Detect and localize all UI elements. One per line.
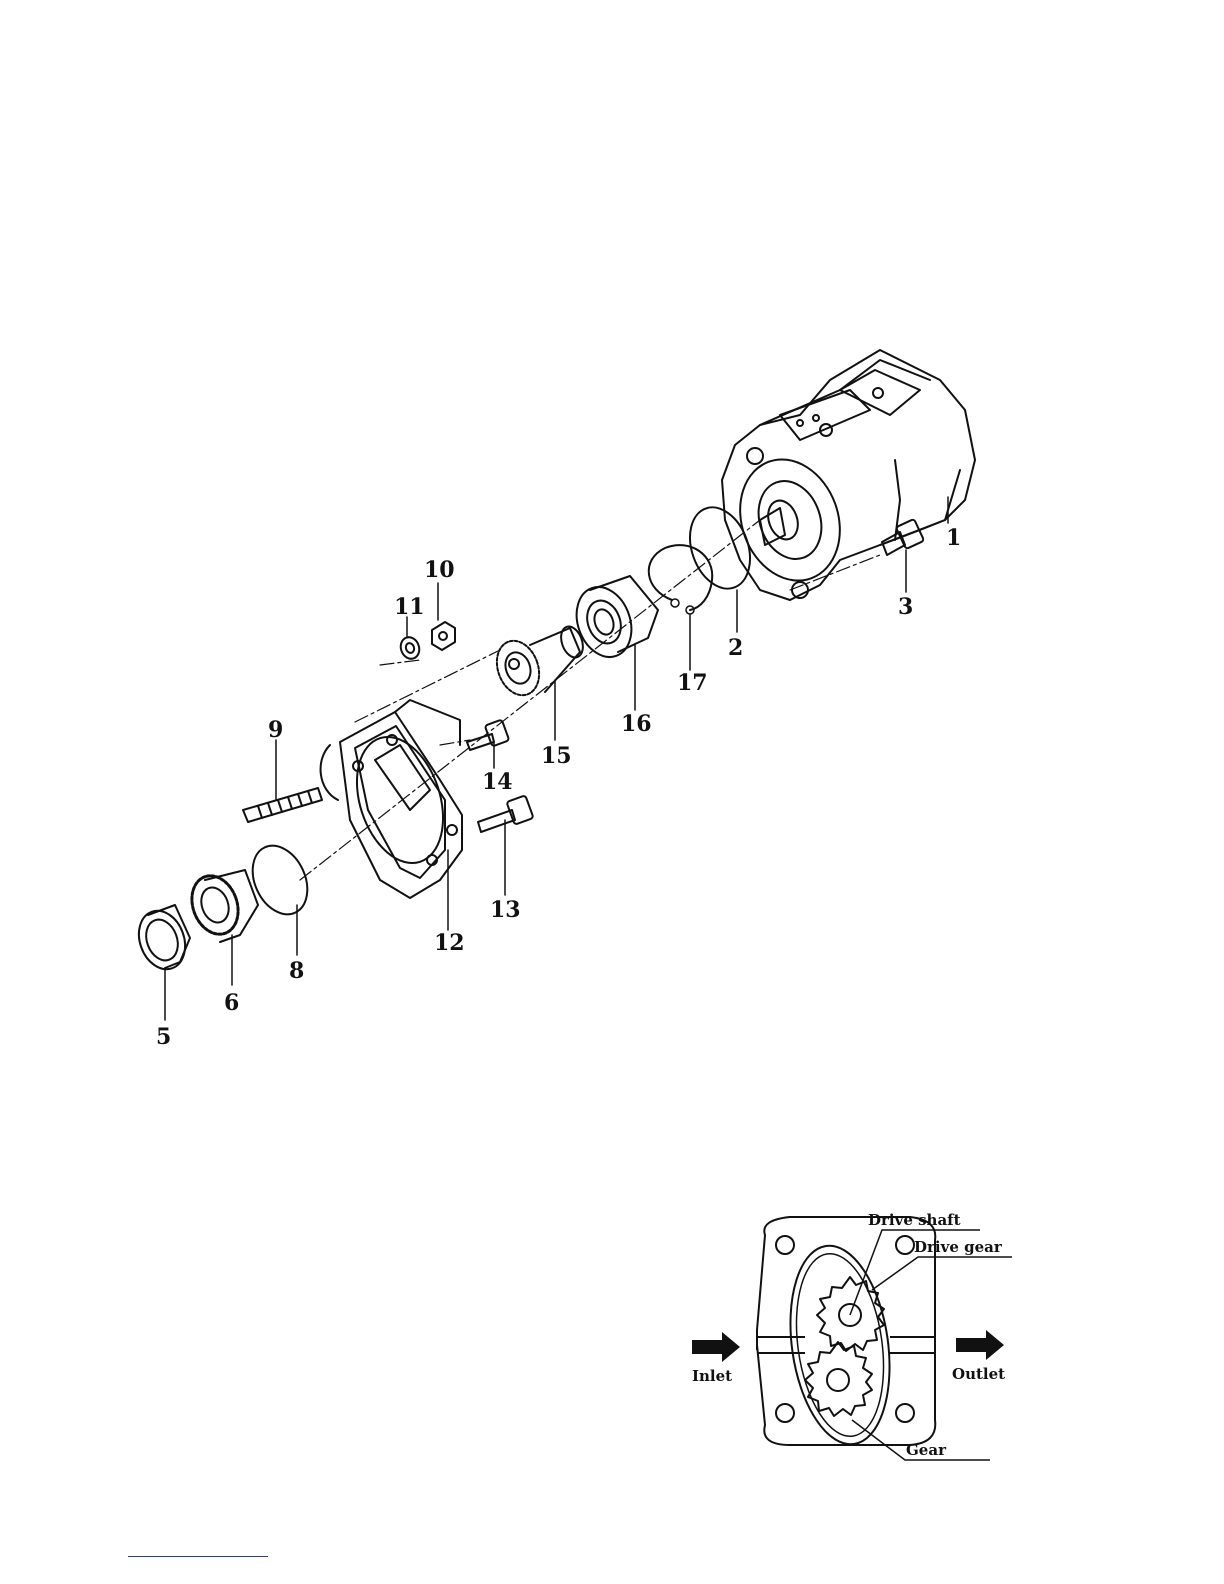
part-number-12: 12	[434, 930, 465, 956]
outlet-arrow-icon	[956, 1330, 1004, 1360]
label-inlet: Inlet	[692, 1367, 732, 1385]
inlet-arrow-icon	[692, 1332, 740, 1362]
gear-shaft-15	[490, 624, 587, 702]
part-number-13: 13	[490, 897, 521, 923]
bolt-hole	[776, 1236, 794, 1254]
label-gear: Gear	[906, 1441, 947, 1459]
gear-pump-cross-section: Drive shaft Drive gear Inlet Outlet Gear	[660, 1195, 1040, 1485]
part-number-11: 11	[394, 594, 425, 620]
washer-11	[398, 635, 422, 662]
stud-9	[243, 788, 322, 822]
part-number-3: 3	[898, 594, 913, 620]
bolt-hole	[776, 1404, 794, 1422]
part-number-6: 6	[224, 990, 239, 1016]
part-number-10: 10	[424, 557, 455, 583]
spline-gear-6	[184, 869, 258, 942]
part-number-17: 17	[677, 670, 708, 696]
exploded-view-diagram: 1 2 3 5 6 8 9 10 11 12 13 14 15 16 17	[0, 0, 1224, 1100]
gear-pump-body	[722, 350, 975, 600]
label-outlet: Outlet	[952, 1365, 1005, 1383]
bolt-hole	[896, 1236, 914, 1254]
part-number-9: 9	[268, 717, 283, 743]
part-number-2: 2	[728, 635, 743, 661]
part-number-15: 15	[541, 743, 572, 769]
part-number-14: 14	[482, 769, 513, 795]
nut-10	[432, 622, 455, 650]
leader-drive-gear	[872, 1257, 1012, 1290]
flange-housing-12	[321, 700, 462, 898]
o-ring-8	[242, 837, 318, 923]
footer-rule	[128, 1556, 268, 1557]
bolt-13	[478, 795, 534, 832]
assembly-axis-line	[300, 520, 880, 880]
label-drive-gear: Drive gear	[914, 1238, 1003, 1256]
driven-gear-shaft	[827, 1369, 849, 1391]
part-number-1: 1	[946, 525, 961, 551]
seal-ring-5	[131, 904, 193, 975]
label-drive-shaft: Drive shaft	[868, 1211, 961, 1229]
part-number-16: 16	[621, 711, 652, 737]
part-number-5: 5	[156, 1024, 171, 1050]
bearing-16	[567, 576, 658, 665]
bolt-hole	[896, 1404, 914, 1422]
part-number-8: 8	[289, 958, 304, 984]
bolt-14	[467, 720, 509, 750]
